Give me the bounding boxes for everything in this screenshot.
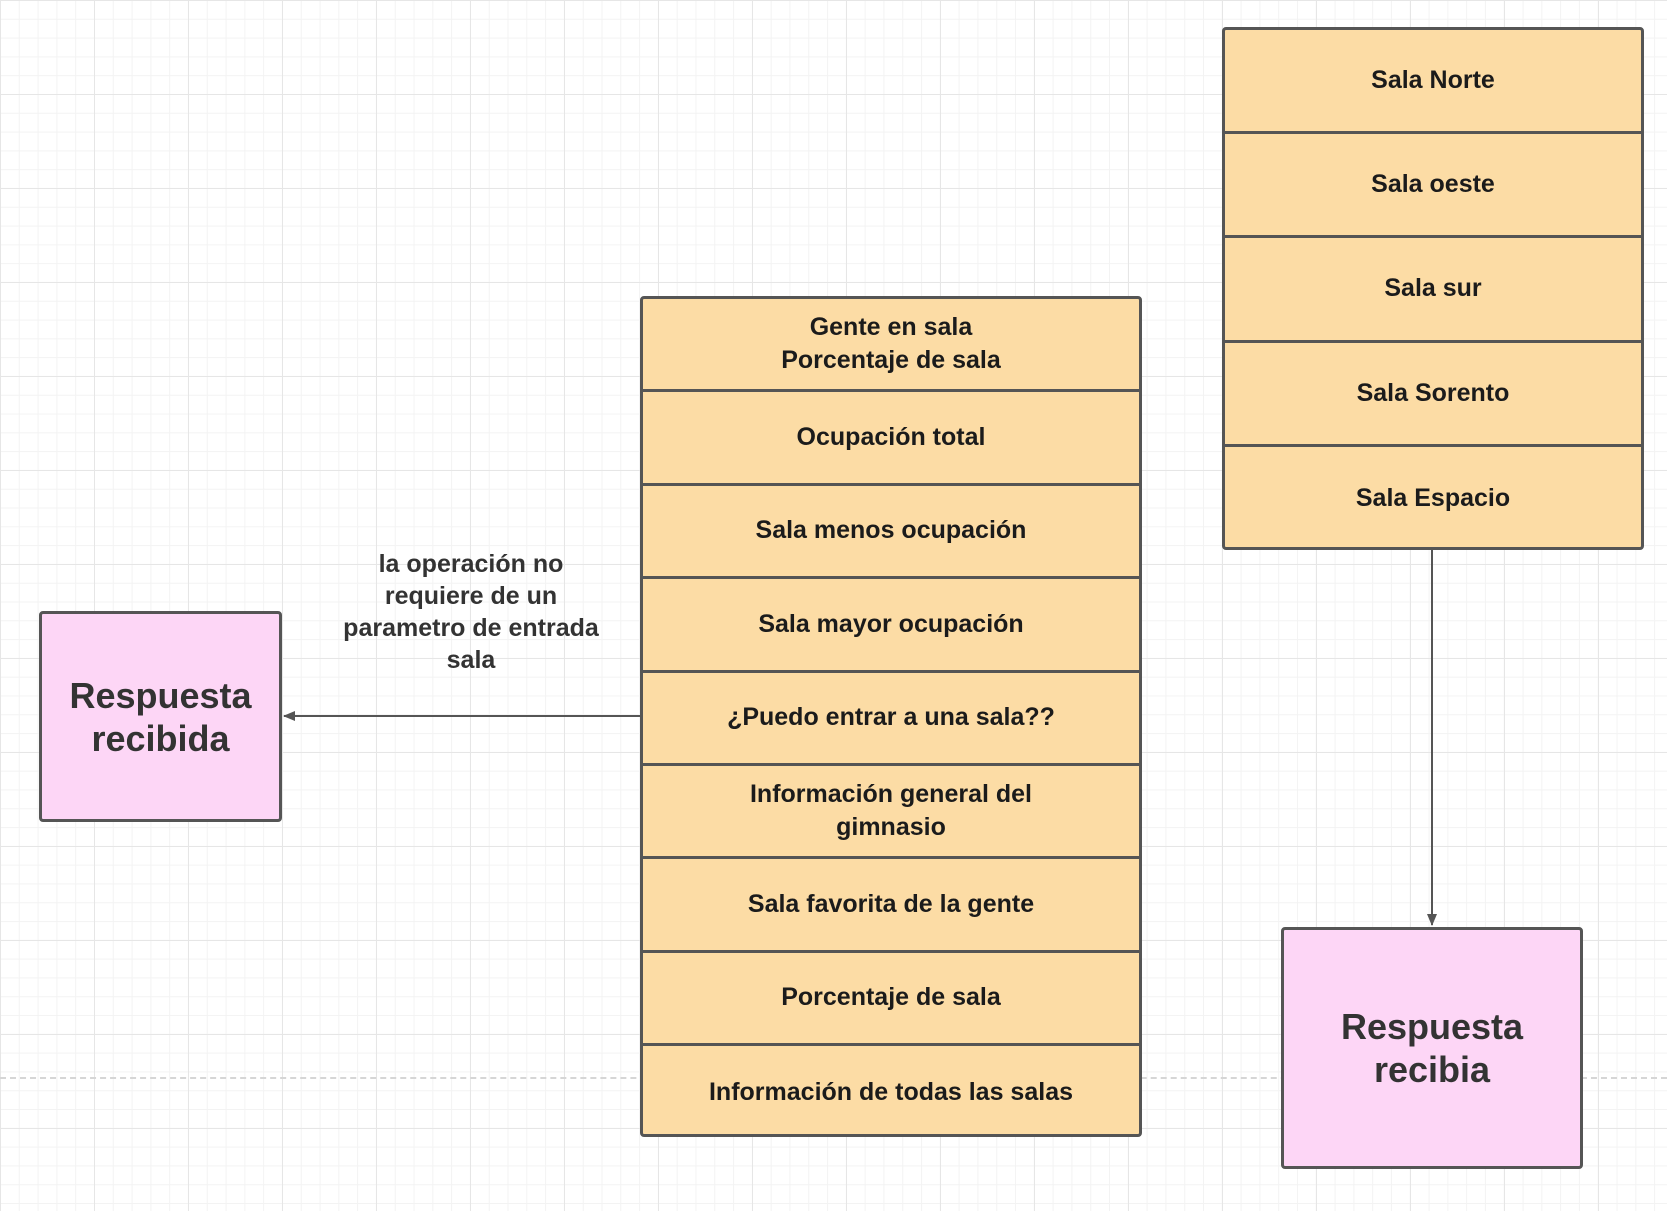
response-left-box[interactable]: Respuesta recibida (39, 611, 282, 822)
room-item[interactable]: Sala oeste (1225, 134, 1641, 239)
operation-item[interactable]: ¿Puedo entrar a una sala?? (643, 673, 1139, 766)
operation-item[interactable]: Información de todas las salas (708, 1078, 1073, 1107)
room-item[interactable]: Sala Espacio (1355, 484, 1511, 513)
room-item[interactable]: Sala Norte (1225, 30, 1641, 135)
edge-note-label: la operación no requiere de un parametro… (343, 550, 599, 674)
operations-list: Gente en sala Porcentaje de sala Ocupaci… (640, 296, 1142, 1137)
operation-item[interactable]: Sala menos ocupación (643, 486, 1139, 580)
rooms-list: Sala Norte Sala oeste Sala sur Sala Sore… (1222, 27, 1644, 550)
operation-item[interactable]: Ocupación total (643, 392, 1139, 486)
response-right-box[interactable]: Respuesta recibia (1281, 927, 1583, 1169)
operation-item[interactable]: Información general del gimnasio (643, 766, 1139, 860)
operation-item[interactable]: Sala favorita de la gente (643, 859, 1139, 953)
operation-item[interactable]: Gente en sala Porcentaje de sala (643, 299, 1139, 393)
operation-item[interactable]: Sala mayor ocupación (643, 579, 1139, 673)
room-item[interactable]: Sala Sorento (1225, 343, 1641, 447)
room-item[interactable]: Sala sur (1225, 238, 1641, 343)
operation-item[interactable]: Porcentaje de sala (643, 953, 1139, 1047)
